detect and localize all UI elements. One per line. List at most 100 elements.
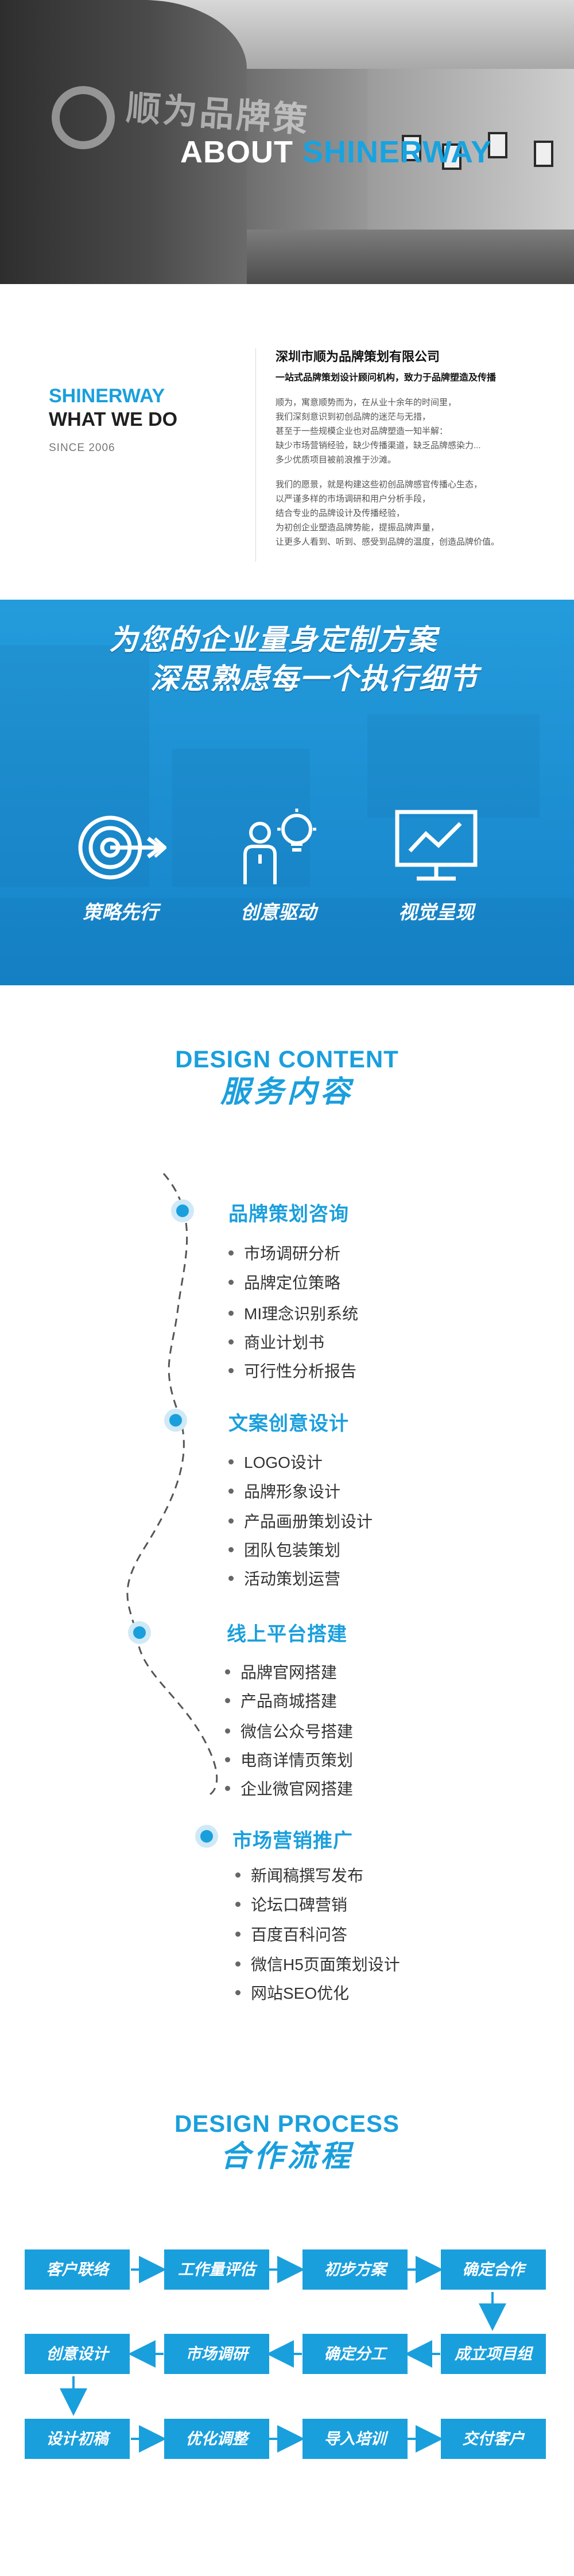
bullet-icon [228, 1280, 234, 1285]
timeline-node-icon [195, 1825, 218, 1848]
hero-floor [247, 230, 574, 284]
service-item: 产品画册策划设计 [228, 1509, 373, 1532]
bullet-icon [235, 1872, 241, 1878]
about-heading: ABOUT SHINERWAY [180, 134, 492, 170]
service-item-label: 网站SEO优化 [251, 1984, 350, 2002]
service-category-title: 线上平台搭建 [227, 1623, 347, 1645]
bullet-icon [228, 1547, 234, 1553]
about-heading-accent: SHINERWAY [302, 135, 492, 169]
process-arrows [60, 2256, 506, 2453]
brand-block: SHINERWAY WHAT WE DO SINCE 2006 [49, 384, 177, 454]
bullet-icon [228, 1489, 234, 1494]
bullet-icon [228, 1518, 234, 1524]
service-item: 新闻稿撰写发布 [235, 1863, 363, 1886]
wall-frame-icon [402, 135, 421, 161]
service-item-label: 企业微官网搭建 [241, 1780, 354, 1798]
since-label: SINCE 2006 [49, 442, 115, 454]
intro-line: 多少优质项目被前浪推于沙滩。 [276, 455, 397, 465]
service-item: 网站SEO优化 [235, 1981, 349, 2004]
feature-label: 视觉呈现 [398, 902, 474, 923]
bullet-icon [235, 1990, 241, 1996]
service-item: 微信H5页面策划设计 [235, 1952, 400, 1975]
intro-line: 我们深刻意识到初创品牌的迷茫与无措， [276, 412, 431, 422]
process-step: 导入培训 [302, 2419, 408, 2459]
feature-visual: 视觉呈现 [379, 806, 494, 924]
bullet-icon [235, 1932, 241, 1937]
service-item: 品牌官网搭建 [225, 1660, 337, 1683]
timeline-node-icon [128, 1621, 151, 1644]
service-category-title: 文案创意设计 [228, 1413, 349, 1435]
company-slogan: 一站式品牌策划设计顾问机构，致力于品牌塑造及传播 [276, 373, 497, 383]
service-item-label: 电商详情页策划 [241, 1751, 354, 1769]
service-item-label: 产品商城搭建 [241, 1692, 338, 1710]
service-item-label: 团队包装策划 [244, 1541, 341, 1559]
hero-banner: 顺为品牌策 ABOUT SHINERWAY [0, 0, 574, 284]
service-item-label: LOGO设计 [244, 1454, 323, 1471]
service-item: 团队包装策划 [228, 1538, 340, 1561]
services-title: DESIGN CONTENT 服务内容 [0, 1044, 574, 1110]
bullet-icon [228, 1368, 234, 1374]
company-name: 深圳市顺为品牌策划有限公司 [276, 349, 440, 364]
bullet-icon [228, 1311, 234, 1316]
service-item-label: 新闻稿撰写发布 [251, 1867, 364, 1885]
person-lightbulb-icon [243, 809, 316, 884]
service-item: LOGO设计 [228, 1450, 323, 1473]
service-item: 活动策划运营 [228, 1567, 340, 1590]
process-step: 市场调研 [164, 2334, 269, 2374]
services-title-en: DESIGN CONTENT [175, 1046, 399, 1073]
service-item: 产品商城搭建 [225, 1689, 337, 1712]
intro-line: 让更多人看到、听到、感受到品牌的温度，创造品牌价值。 [276, 537, 500, 547]
brand-line1: SHINERWAY [49, 385, 165, 407]
service-item-label: MI理念识别系统 [244, 1305, 359, 1323]
process-step: 设计初稿 [25, 2419, 130, 2459]
process-step: 确定合作 [441, 2249, 546, 2290]
process-step: 客户联络 [25, 2249, 130, 2290]
about-heading-prefix: ABOUT [180, 135, 293, 169]
service-item-label: 微信公众号搭建 [241, 1723, 354, 1740]
banner-tint [0, 600, 574, 985]
strategy-banner: 为您的企业量身定制方案 深思熟虑每一个执行细节 策略先行 创意驱动 [0, 600, 574, 985]
service-item: 品牌形象设计 [228, 1479, 340, 1502]
process-step: 成立项目组 [441, 2334, 546, 2374]
divider [255, 348, 256, 562]
target-arrow-icon [78, 815, 166, 880]
process-step: 工作量评估 [164, 2249, 269, 2290]
service-item-label: 商业计划书 [244, 1334, 325, 1351]
process-title: DESIGN PROCESS 合作流程 [0, 2109, 574, 2174]
intro-paragraph-1: 顺为，寓意顺势而为，在从业十余年的时间里， 我们深刻意识到初创品牌的迷茫与无措，… [276, 395, 551, 467]
process-title-cn: 合作流程 [220, 2140, 354, 2173]
brand-line2: WHAT WE DO [49, 409, 178, 430]
services-title-cn: 服务内容 [220, 1075, 354, 1109]
service-item: 市场调研分析 [228, 1241, 340, 1264]
intro-line: 结合专业的品牌设计及传播经验， [276, 508, 405, 518]
feature-label: 创意驱动 [241, 902, 316, 923]
timeline-node-icon [171, 1199, 194, 1222]
service-item-label: 产品画册策划设计 [244, 1513, 373, 1530]
company-intro: 深圳市顺为品牌策划有限公司 一站式品牌策划设计顾问机构，致力于品牌塑造及传播 顺… [276, 348, 551, 549]
feature-label: 策略先行 [83, 902, 158, 923]
service-category-title: 市场营销推广 [232, 1830, 353, 1852]
service-item-label: 可行性分析报告 [244, 1362, 357, 1380]
hero-wall [0, 0, 247, 284]
process-step: 交付客户 [441, 2419, 546, 2459]
about-section: SHINERWAY WHAT WE DO SINCE 2006 深圳市顺为品牌策… [0, 284, 574, 600]
service-item: 论坛口碑营销 [235, 1893, 347, 1916]
bullet-icon [228, 1459, 234, 1465]
bullet-icon [225, 1728, 230, 1734]
timeline-node-icon [164, 1409, 187, 1432]
service-item-label: 百度百科问答 [251, 1926, 348, 1944]
wall-frame-icon [534, 141, 553, 167]
service-item: 百度百科问答 [235, 1922, 347, 1945]
wall-logo-icon [52, 86, 115, 149]
bullet-icon [228, 1250, 234, 1256]
bullet-icon [225, 1698, 230, 1704]
bullet-icon [225, 1669, 230, 1675]
service-item: 商业计划书 [228, 1330, 324, 1353]
service-item: 可行性分析报告 [228, 1359, 356, 1382]
service-item-label: 微信H5页面策划设计 [251, 1956, 400, 1973]
service-item-label: 品牌形象设计 [244, 1483, 341, 1501]
bullet-icon [235, 1902, 241, 1907]
intro-line: 以严谨多样的市场调研和用户分析手段， [276, 494, 431, 504]
bullet-icon [228, 1576, 234, 1582]
service-item-label: 品牌定位策略 [244, 1274, 341, 1292]
